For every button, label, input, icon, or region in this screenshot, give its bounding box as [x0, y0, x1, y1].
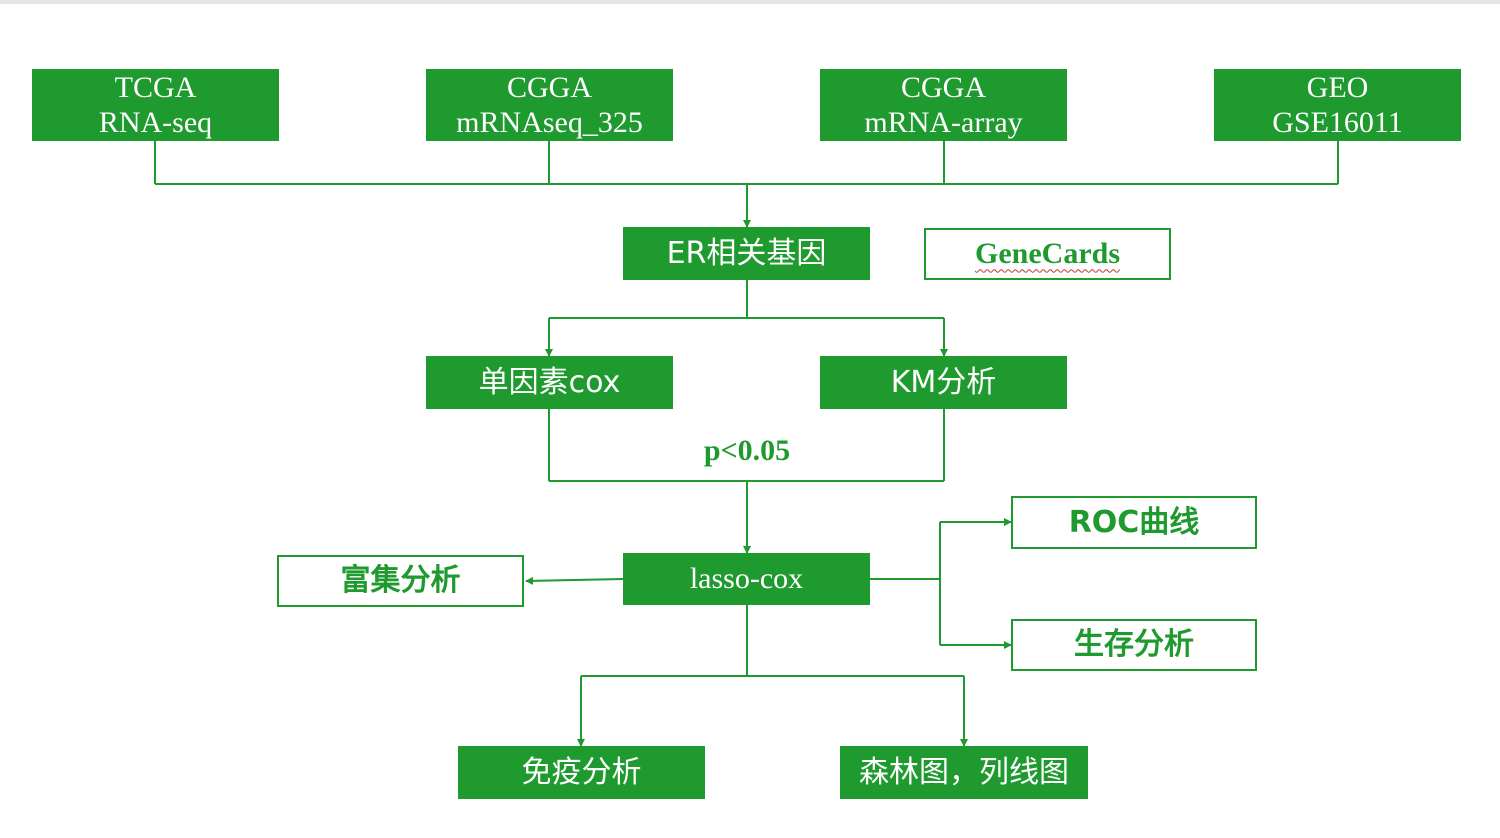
- forest-nomogram-label: 森林图，列线图: [859, 754, 1069, 790]
- univariate-cox-box: 单因素cox: [426, 356, 673, 409]
- source-box-tcga: TCGA RNA-seq: [32, 69, 279, 141]
- genecards-label: GeneCards: [975, 237, 1120, 271]
- immune-box: 免疫分析: [458, 746, 705, 799]
- source-box-cgga-seq: CGGA mRNAseq_325: [426, 69, 673, 141]
- lasso-cox-box: lasso-cox: [623, 553, 870, 605]
- km-analysis-label: KM分析: [890, 364, 997, 400]
- km-analysis-box: KM分析: [820, 356, 1067, 409]
- threshold-label: p<0.05: [703, 434, 791, 467]
- lasso-cox-label: lasso-cox: [689, 562, 804, 596]
- source-line1: TCGA: [114, 70, 197, 104]
- forest-nomogram-box: 森林图，列线图: [840, 746, 1088, 799]
- er-genes-label: ER相关基因: [666, 235, 827, 271]
- top-rule: [0, 0, 1500, 4]
- immune-label: 免疫分析: [521, 754, 642, 790]
- source-line2: mRNAseq_325: [456, 106, 643, 139]
- source-line1: CGGA: [900, 70, 986, 104]
- er-genes-box: ER相关基因: [623, 227, 870, 280]
- roc-curve-box: ROC曲线: [1011, 496, 1257, 549]
- survival-label: 生存分析: [1074, 627, 1194, 663]
- enrichment-box: 富集分析: [277, 555, 524, 607]
- source-line1: GEO: [1306, 70, 1369, 104]
- survival-box: 生存分析: [1011, 619, 1257, 671]
- source-line2: RNA-seq: [98, 106, 213, 139]
- source-line2: GSE16011: [1272, 106, 1403, 139]
- source-line1: CGGA: [506, 70, 592, 104]
- enrichment-label: 富集分析: [340, 563, 461, 599]
- roc-curve-label: ROC曲线: [1068, 504, 1200, 540]
- source-line2: mRNA-array: [864, 106, 1023, 139]
- source-box-cgga-array: CGGA mRNA-array: [820, 69, 1067, 141]
- arrow-to-enrichment: [525, 576, 624, 585]
- source-box-geo: GEO GSE16011: [1214, 69, 1461, 141]
- univariate-cox-label: 单因素cox: [478, 364, 621, 400]
- genecards-box: GeneCards: [924, 228, 1171, 280]
